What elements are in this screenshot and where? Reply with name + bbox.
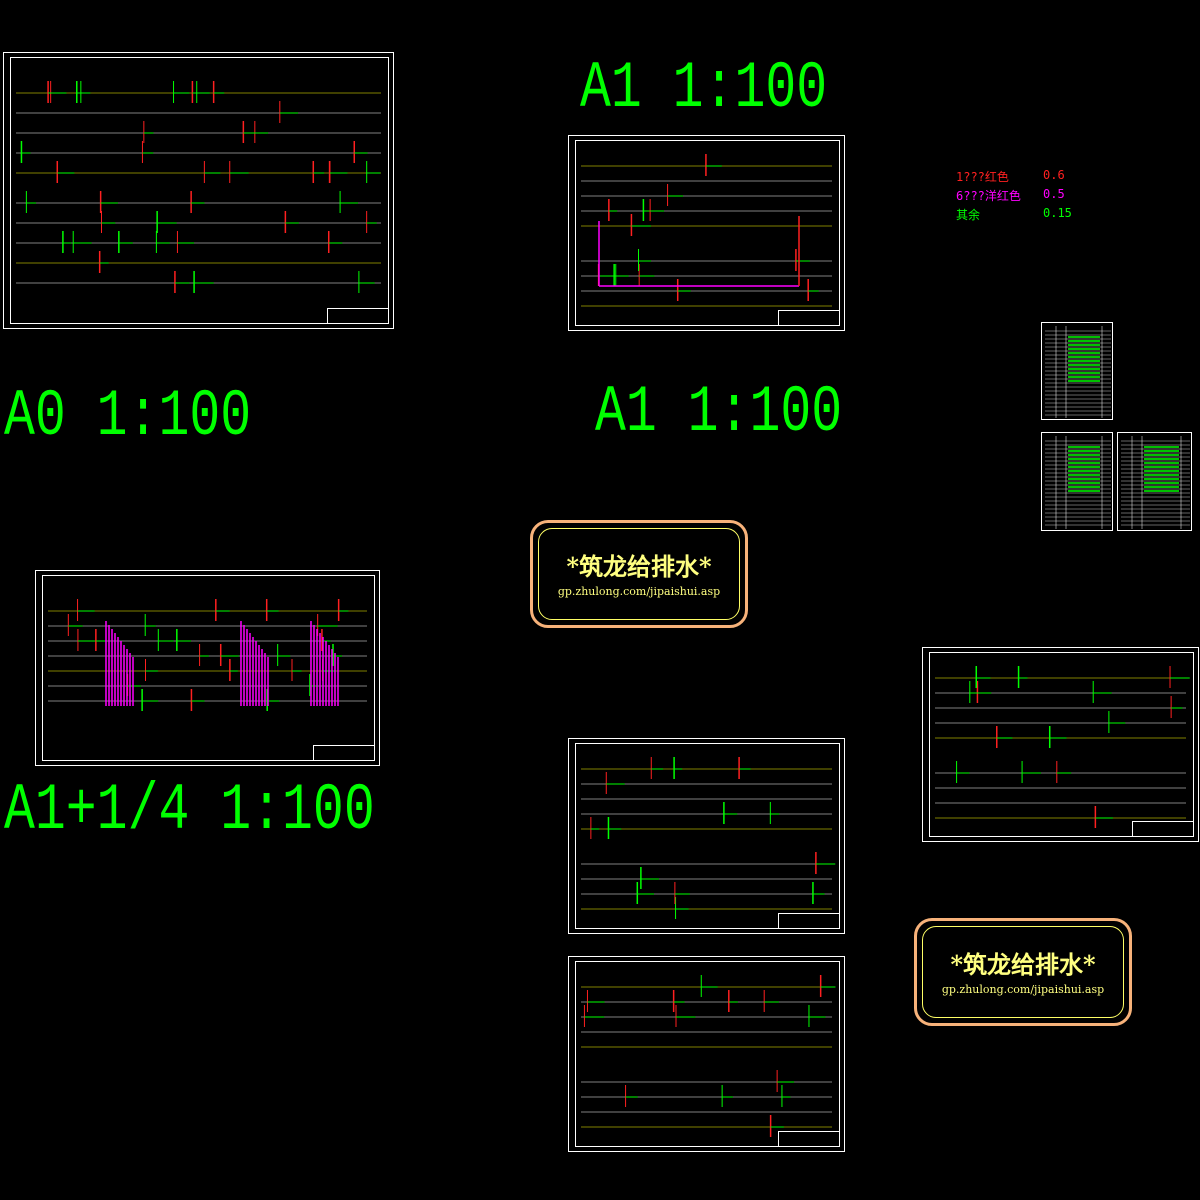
legend-name: 1???红色 <box>956 170 1009 184</box>
watermark-url: gp.zhulong.com/jipaishui.asp <box>941 983 1105 996</box>
drawing-sheet-a1q-section[interactable] <box>35 570 380 766</box>
material-table-2[interactable] <box>1041 432 1113 531</box>
drawing-sheet-branch-1[interactable] <box>568 738 845 934</box>
drawing-sheet-a1-system[interactable] <box>568 135 845 331</box>
drawing-sheet-riser-2[interactable] <box>922 647 1199 842</box>
drawing-sheet-a0-riser[interactable] <box>3 52 394 329</box>
drawing-sheet-branch-2[interactable] <box>568 956 845 1152</box>
material-table-3[interactable] <box>1117 432 1192 531</box>
watermark-stamp: *筑龙给排水* gp.zhulong.com/jipaishui.asp <box>530 520 748 628</box>
scale-label-a1-quarter: A1+1/4 1:100 <box>4 773 375 848</box>
scale-label-top-a1: A1 1:100 <box>580 51 828 126</box>
material-table-1[interactable] <box>1041 322 1113 420</box>
watermark-title: *筑龙给排水* <box>950 950 1096 979</box>
legend-value: 0.5 <box>1043 187 1065 201</box>
legend-value: 0.15 <box>1043 206 1072 220</box>
legend-name: 其余 <box>956 208 981 222</box>
scale-label-mid-a1: A1 1:100 <box>595 375 843 450</box>
legend-name: 6???洋红色 <box>956 189 1021 203</box>
watermark-stamp: *筑龙给排水* gp.zhulong.com/jipaishui.asp <box>914 918 1132 1026</box>
scale-label-a0: A0 1:100 <box>4 379 252 454</box>
watermark-title: *筑龙给排水* <box>566 552 712 581</box>
watermark-url: gp.zhulong.com/jipaishui.asp <box>557 585 721 598</box>
legend-value: 0.6 <box>1043 168 1065 182</box>
